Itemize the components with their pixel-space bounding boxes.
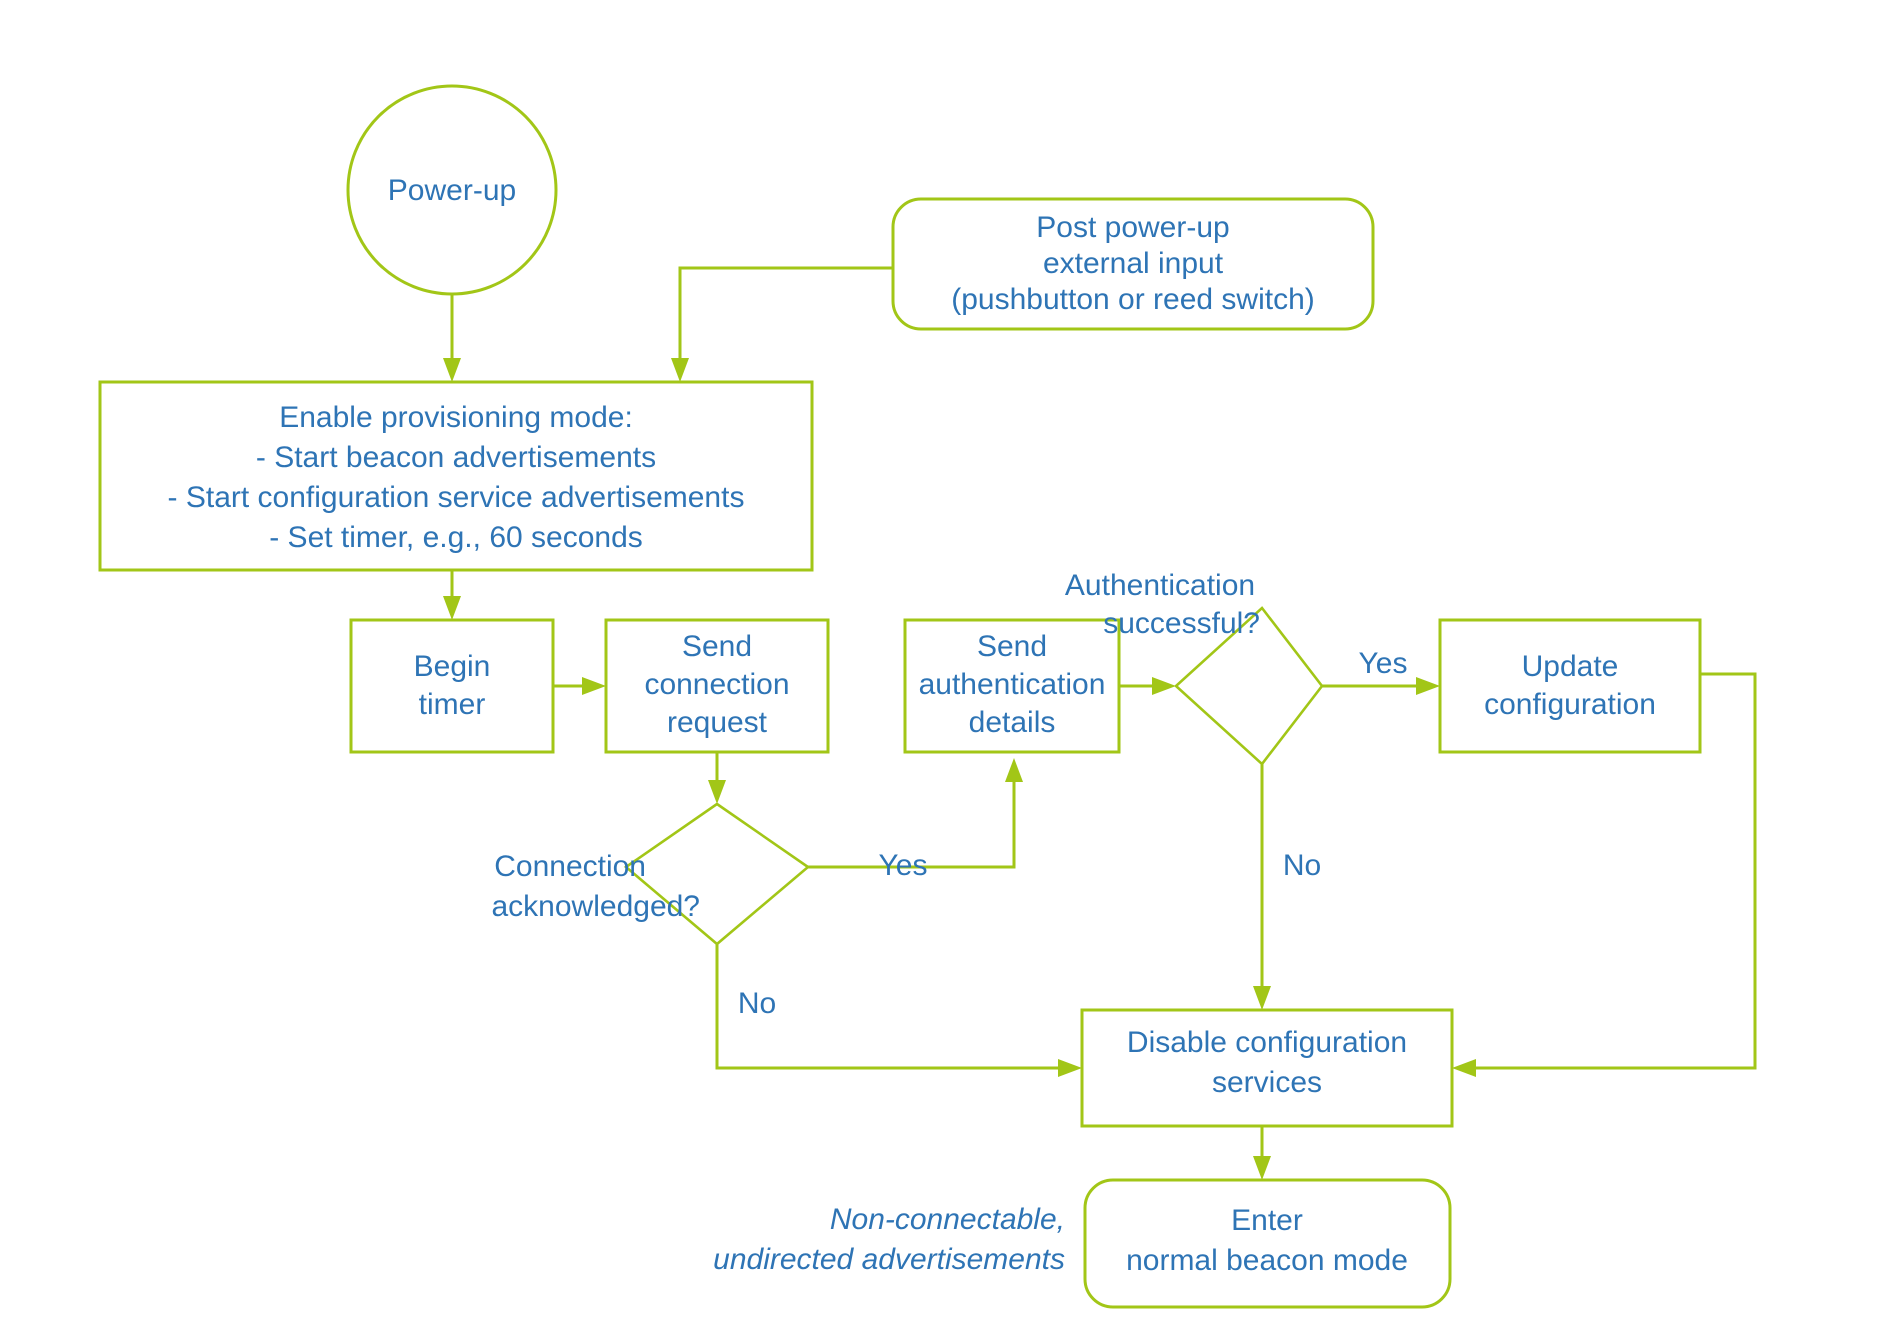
node-send-authentication-details[interactable]: Send authentication details: [903, 618, 1121, 754]
edge-begin-timer-to-send-connection-request: [553, 677, 606, 695]
node-power-up-label: Power-up: [388, 174, 516, 207]
node-enter-normal-beacon-mode[interactable]: Enter normal beacon mode: [1083, 1178, 1452, 1309]
edge-connection-yes-to-send-authentication-details: [808, 758, 1023, 869]
edge-label-auth-no: No: [1283, 849, 1321, 882]
node-power-up[interactable]: Power-up: [346, 84, 558, 296]
node-enable-provisioning[interactable]: Enable provisioning mode: - Start beacon…: [98, 380, 814, 572]
edge-power-up-to-enable-provisioning: [443, 285, 461, 382]
node-authentication-successful-line-2: successful?: [1103, 607, 1260, 640]
node-enter-normal-beacon-mode-line-2: normal beacon mode: [1126, 1244, 1408, 1277]
node-send-authentication-details-line-1: Send: [977, 630, 1047, 663]
node-disable-configuration-services[interactable]: Disable configuration services: [1080, 1008, 1454, 1128]
edge-label-connection-yes: Yes: [879, 849, 928, 882]
node-update-configuration-line-2: configuration: [1484, 688, 1656, 721]
edge-auth-yes-to-update-configuration: [1322, 677, 1440, 695]
annotation-non-connectable-note: Non-connectable, undirected advertisemen…: [713, 1203, 1065, 1276]
edge-send-authentication-details-to-auth-decision: [1119, 677, 1176, 695]
node-begin-timer-line-2: timer: [419, 688, 486, 721]
edge-enable-provisioning-to-begin-timer: [443, 570, 461, 620]
edge-update-configuration-to-disable-configuration: [1452, 672, 1757, 1077]
node-update-configuration-line-1: Update: [1522, 650, 1619, 683]
node-authentication-successful-line-1: Authentication: [1065, 569, 1255, 602]
node-post-power-up[interactable]: Post power-up external input (pushbutton…: [891, 197, 1375, 331]
annotation-non-connectable-line-2: undirected advertisements: [713, 1243, 1065, 1276]
edge-post-power-up-to-enable-provisioning: [671, 266, 893, 382]
node-enable-provisioning-line-2: - Start beacon advertisements: [256, 441, 656, 474]
edge-label-auth-yes: Yes: [1359, 647, 1408, 680]
node-begin-timer-line-1: Begin: [414, 650, 491, 683]
node-enter-normal-beacon-mode-line-1: Enter: [1231, 1204, 1303, 1237]
node-connection-acknowledged-decision[interactable]: Connection acknowledged?: [492, 802, 811, 946]
node-send-connection-request-line-3: request: [667, 706, 768, 739]
node-post-power-up-line-3: (pushbutton or reed switch): [951, 283, 1315, 316]
node-enable-provisioning-line-4: - Set timer, e.g., 60 seconds: [269, 521, 643, 554]
annotation-non-connectable-line-1: Non-connectable,: [830, 1203, 1065, 1236]
edge-disable-configuration-to-enter-normal-beacon-mode: [1253, 1126, 1271, 1180]
connector-layer: [443, 266, 1757, 1180]
edge-auth-no-to-disable-configuration: [1253, 764, 1271, 1010]
node-disable-configuration-services-line-2: services: [1212, 1066, 1322, 1099]
node-send-connection-request-line-1: Send: [682, 630, 752, 663]
node-connection-acknowledged-line-2: acknowledged?: [492, 890, 701, 923]
node-connection-acknowledged-line-1: Connection: [494, 850, 646, 883]
edge-label-connection-no: No: [738, 987, 776, 1020]
node-disable-configuration-services-line-1: Disable configuration: [1127, 1026, 1407, 1059]
node-begin-timer[interactable]: Begin timer: [349, 618, 555, 754]
edge-connection-no-to-disable-configuration: [715, 944, 1082, 1077]
node-send-authentication-details-line-2: authentication: [919, 668, 1106, 701]
node-post-power-up-line-2: external input: [1043, 247, 1224, 280]
node-send-authentication-details-line-3: details: [969, 706, 1056, 739]
node-send-connection-request-line-2: connection: [644, 668, 789, 701]
node-authentication-successful-decision[interactable]: Authentication successful?: [1065, 569, 1324, 766]
node-post-power-up-line-1: Post power-up: [1036, 211, 1229, 244]
edge-send-connection-request-to-connection-decision: [708, 748, 726, 804]
node-update-configuration[interactable]: Update configuration: [1438, 618, 1702, 754]
node-send-connection-request[interactable]: Send connection request: [604, 618, 830, 754]
node-enable-provisioning-line-3: - Start configuration service advertisem…: [168, 481, 745, 514]
node-enable-provisioning-line-1: Enable provisioning mode:: [279, 401, 633, 434]
